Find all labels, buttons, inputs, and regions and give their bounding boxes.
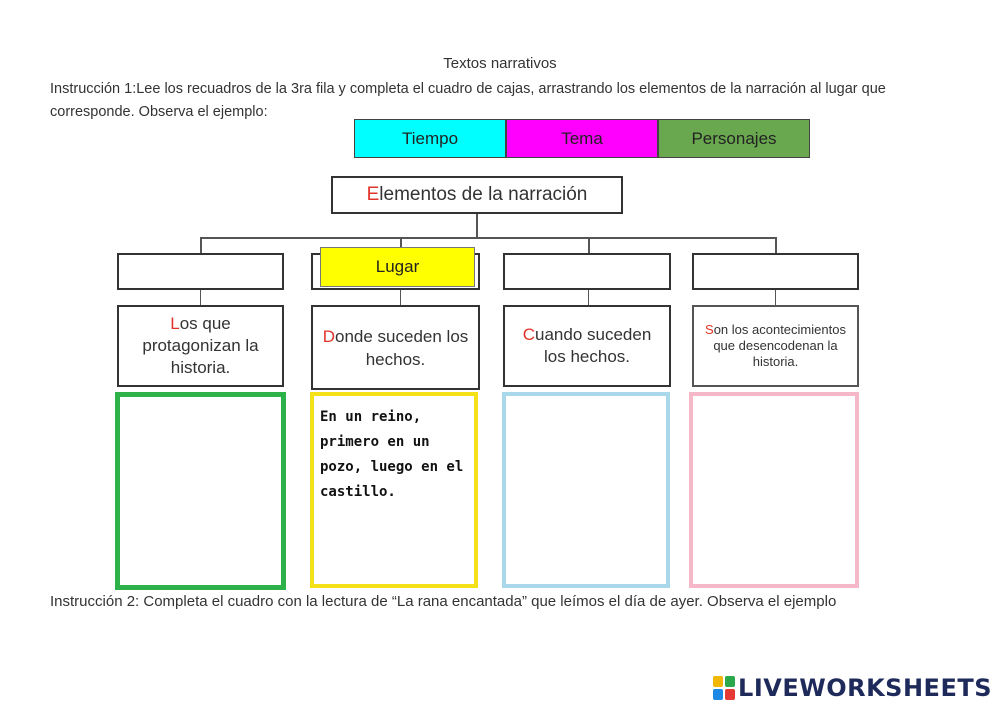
connector-slot-desc-3 [588,290,589,305]
drag-chip-tiempo[interactable]: Tiempo [354,119,506,158]
description-first-letter: L [170,314,180,333]
connector-drop-3 [588,237,590,253]
heading-first-letter: E [366,184,380,205]
connector-vertical-main [476,214,478,238]
answer-frame-pink[interactable] [689,392,859,588]
logo-text: LIVEWORKSHEETS [738,674,992,702]
connector-drop-2 [400,237,402,253]
instruction-1: Instrucción 1:Lee los recuadros de la 3r… [50,81,886,120]
answer-frame-green[interactable] [115,392,286,590]
connector-slot-desc-1 [200,290,201,305]
liveworksheets-logo: LIVEWORKSHEETS [713,674,992,702]
drag-chip-personajes[interactable]: Personajes [658,119,810,158]
instruction-2: Instrucción 2: Completa el cuadro con la… [50,593,837,610]
placed-chip-lugar[interactable]: Lugar [320,247,475,287]
description-first-letter: S [705,322,714,337]
drop-slot-4[interactable] [692,253,859,290]
drag-chip-label: Personajes [691,128,777,148]
page-title: Textos narrativos [443,55,557,72]
example-answer-text: En un reino, primero en un pozo, luego e… [320,409,464,500]
drop-slot-1[interactable] [117,253,284,290]
description-first-letter: C [522,325,535,344]
connector-drop-4 [775,237,777,253]
placed-chip-label: Lugar [375,257,420,276]
drop-slot-3[interactable] [503,253,671,290]
description-text: os que protagonizan la historia. [142,314,259,377]
description-text: uando suceden los hechos. [535,325,652,366]
drag-chip-label: Tiempo [401,128,459,148]
description-first-letter: D [322,326,335,346]
description-tiempo: Cuando suceden los hechos. [503,305,671,387]
heading-rest: lementos de la narración [379,184,588,205]
description-text: onde suceden los hechos. [335,326,469,369]
drag-chip-label: Tema [561,128,603,148]
description-tema: Son los acontecimientos que desencodenan… [692,305,859,387]
connector-drop-1 [200,237,202,253]
description-personajes: Los que protagonizan la historia. [117,305,284,387]
connector-slot-desc-2 [400,290,401,305]
answer-frame-yellow[interactable] [310,392,478,588]
connector-horizontal [200,237,776,239]
answer-frame-blue[interactable] [502,392,670,588]
description-text: on los acontecimientos que desencodenan … [713,322,846,369]
drag-chip-tema[interactable]: Tema [506,119,658,158]
description-lugar: Donde suceden los hechos. [311,305,480,390]
liveworksheets-logo-icon [713,676,736,700]
connector-slot-desc-4 [775,290,776,305]
